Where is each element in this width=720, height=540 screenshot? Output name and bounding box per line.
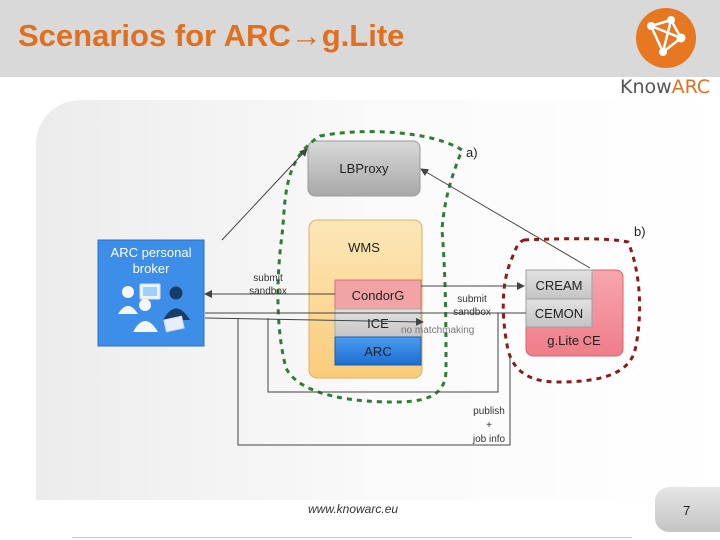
submit-sandbox-left-line1: submit (253, 273, 283, 284)
publish-label-line2: + (486, 420, 492, 431)
scenario-b-label: b) (634, 224, 646, 239)
publish-label-line3: job info (472, 434, 506, 445)
broker-to-ice-arrow (204, 317, 424, 326)
publish-line-wms (267, 313, 499, 393)
footer-rule (72, 537, 632, 538)
knowarc-logo (636, 8, 696, 68)
cemon-label: CEMON (535, 306, 583, 321)
publish-line-ce (237, 318, 511, 446)
condorg-label: CondorG (352, 288, 405, 303)
condorg-box (334, 279, 422, 310)
no-matchmaking-label: no matchmaking (401, 325, 474, 336)
glite-ce-label: g.Lite CE (547, 333, 601, 348)
page-number: 7 (683, 503, 691, 518)
scenario-a-label: a) (466, 145, 478, 160)
slide-title: Scenarios for ARC→g.Lite (18, 18, 405, 53)
ice-label: ICE (367, 316, 389, 331)
submit-sandbox-right-line1: submit (457, 294, 487, 305)
broker-label-line2: broker (133, 261, 171, 276)
brand-know: Know (620, 76, 672, 98)
header-band (0, 0, 720, 77)
brand-arc: ARC (671, 76, 711, 98)
broker-label-line1: ARC personal (111, 245, 192, 260)
arc-box (334, 336, 422, 366)
arc-label: ARC (364, 344, 391, 359)
page-number-tab (655, 487, 720, 532)
cream-box (525, 269, 593, 300)
wms-label: WMS (348, 240, 380, 255)
submit-sandbox-right-line2: sandbox (453, 307, 491, 318)
cream-label: CREAM (536, 278, 583, 293)
footer-url: www.knowarc.eu (308, 502, 399, 516)
knowarc-brand: KnowARC (620, 76, 710, 98)
people-computer-icon (118, 283, 190, 333)
submit-sandbox-left-line2: sandbox (249, 286, 287, 297)
lbproxy-label: LBProxy (339, 161, 389, 176)
cream-to-lbproxy-arrow (420, 168, 591, 269)
cemon-box (525, 298, 593, 328)
scenario-b-outline (501, 237, 642, 384)
scenario-a-outline (276, 130, 464, 404)
publish-label-line1: publish (473, 406, 505, 417)
lbproxy-box (307, 140, 421, 197)
ice-box (334, 308, 422, 338)
broker-to-lbproxy-arrow (221, 148, 308, 241)
